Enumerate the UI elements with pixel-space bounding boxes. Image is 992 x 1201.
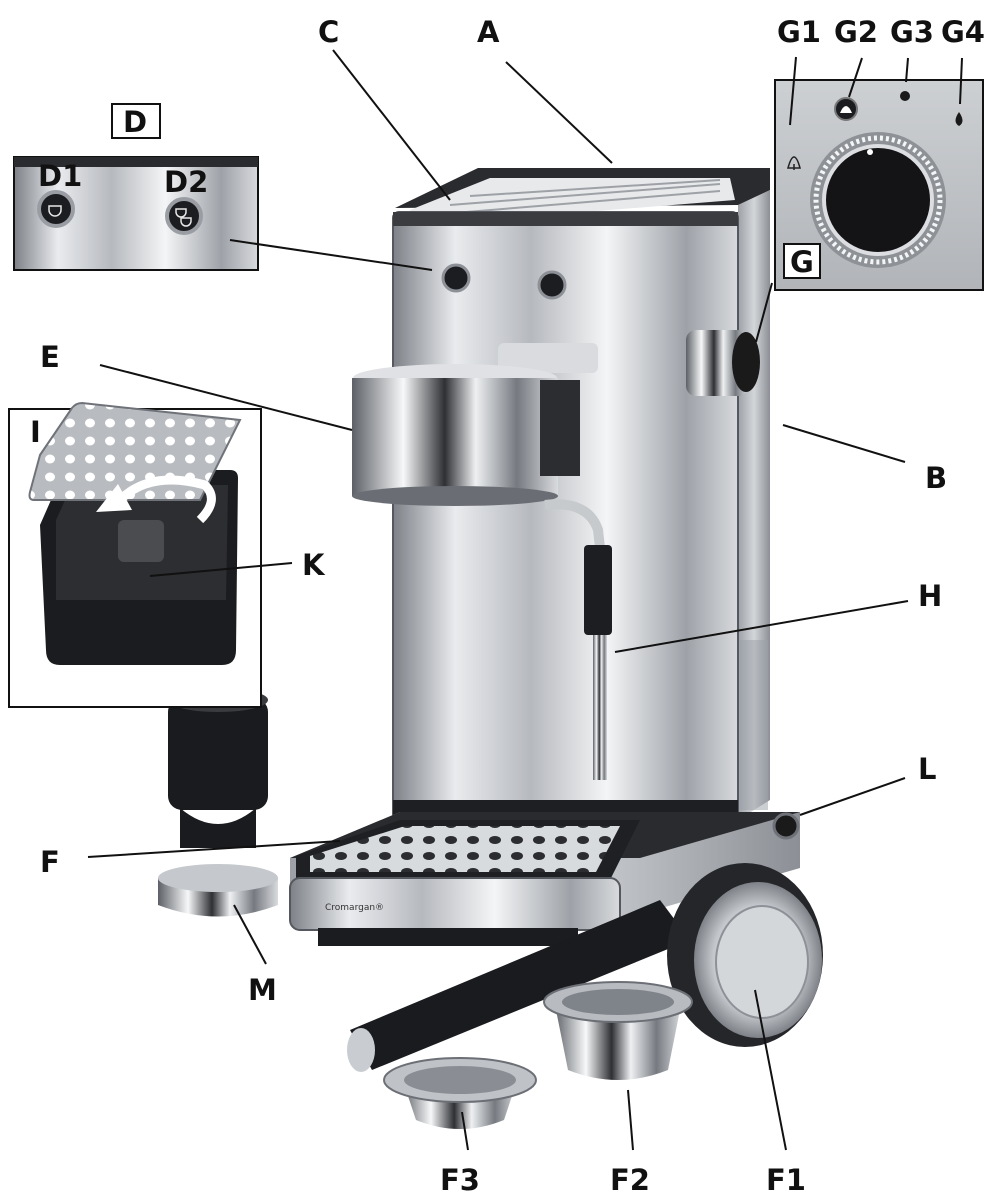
steam-wand-tube bbox=[593, 635, 607, 780]
label-G3: G3 bbox=[890, 15, 934, 49]
group-head-mount bbox=[540, 380, 580, 476]
label-D: D bbox=[123, 105, 147, 139]
group-head-bottom bbox=[352, 486, 558, 506]
label-G: G bbox=[790, 245, 814, 279]
water-tank-window bbox=[740, 640, 768, 810]
filter-basket-double-inner bbox=[562, 989, 674, 1015]
leader-F2 bbox=[628, 1090, 633, 1150]
machine-body: Cromargan® bbox=[290, 168, 800, 946]
steam-wand-grip bbox=[584, 545, 612, 635]
label-C: C bbox=[318, 15, 339, 49]
label-G4: G4 bbox=[941, 15, 985, 49]
label-L: L bbox=[918, 752, 936, 786]
leader-G3 bbox=[906, 58, 908, 82]
front-panel-top-edge bbox=[393, 212, 738, 226]
tamper bbox=[158, 688, 278, 917]
label-F1: F1 bbox=[766, 1163, 806, 1197]
float-knob[interactable] bbox=[118, 520, 164, 562]
label-F: F bbox=[40, 845, 60, 879]
label-F2: F2 bbox=[610, 1163, 650, 1197]
filter-basket-single-inner bbox=[404, 1066, 516, 1094]
label-A: A bbox=[477, 15, 500, 49]
inset-single-cup-button[interactable] bbox=[39, 192, 73, 226]
base-foot bbox=[318, 928, 578, 946]
leader-B bbox=[783, 425, 905, 462]
body-single-cup-button[interactable] bbox=[443, 265, 469, 291]
label-H: H bbox=[918, 579, 942, 613]
standby-dot-icon bbox=[900, 91, 910, 101]
leader-M bbox=[234, 905, 266, 964]
label-K: K bbox=[302, 548, 326, 582]
label-E: E bbox=[40, 340, 60, 374]
filter-basket-single bbox=[384, 1058, 536, 1129]
label-G2: G2 bbox=[834, 15, 878, 49]
inset-tray-insert bbox=[9, 403, 261, 707]
leader-L bbox=[800, 778, 905, 815]
label-G1: G1 bbox=[777, 15, 821, 49]
tamper-neck bbox=[180, 808, 256, 848]
label-I: I bbox=[30, 415, 41, 449]
label-D2: D2 bbox=[164, 165, 208, 199]
label-F3: F3 bbox=[440, 1163, 480, 1197]
selector-dial-knob[interactable] bbox=[824, 146, 932, 254]
leader-A bbox=[506, 62, 612, 163]
label-M: M bbox=[248, 973, 277, 1007]
brew-group-head bbox=[352, 378, 558, 496]
power-switch[interactable] bbox=[774, 814, 798, 838]
brand-text: Cromargan® bbox=[325, 903, 384, 913]
tamper-base-top bbox=[158, 864, 278, 892]
body-double-cup-button[interactable] bbox=[539, 272, 565, 298]
leader-C bbox=[333, 50, 450, 200]
label-D1: D1 bbox=[38, 159, 82, 193]
filter-basket-double bbox=[544, 982, 692, 1080]
dial-indicator-dot bbox=[867, 149, 873, 155]
tamper-handle bbox=[168, 698, 268, 810]
portafilter-handle-end bbox=[347, 1028, 375, 1072]
portafilter-screen bbox=[716, 906, 808, 1018]
label-B: B bbox=[925, 461, 947, 495]
front-panel bbox=[393, 212, 738, 822]
